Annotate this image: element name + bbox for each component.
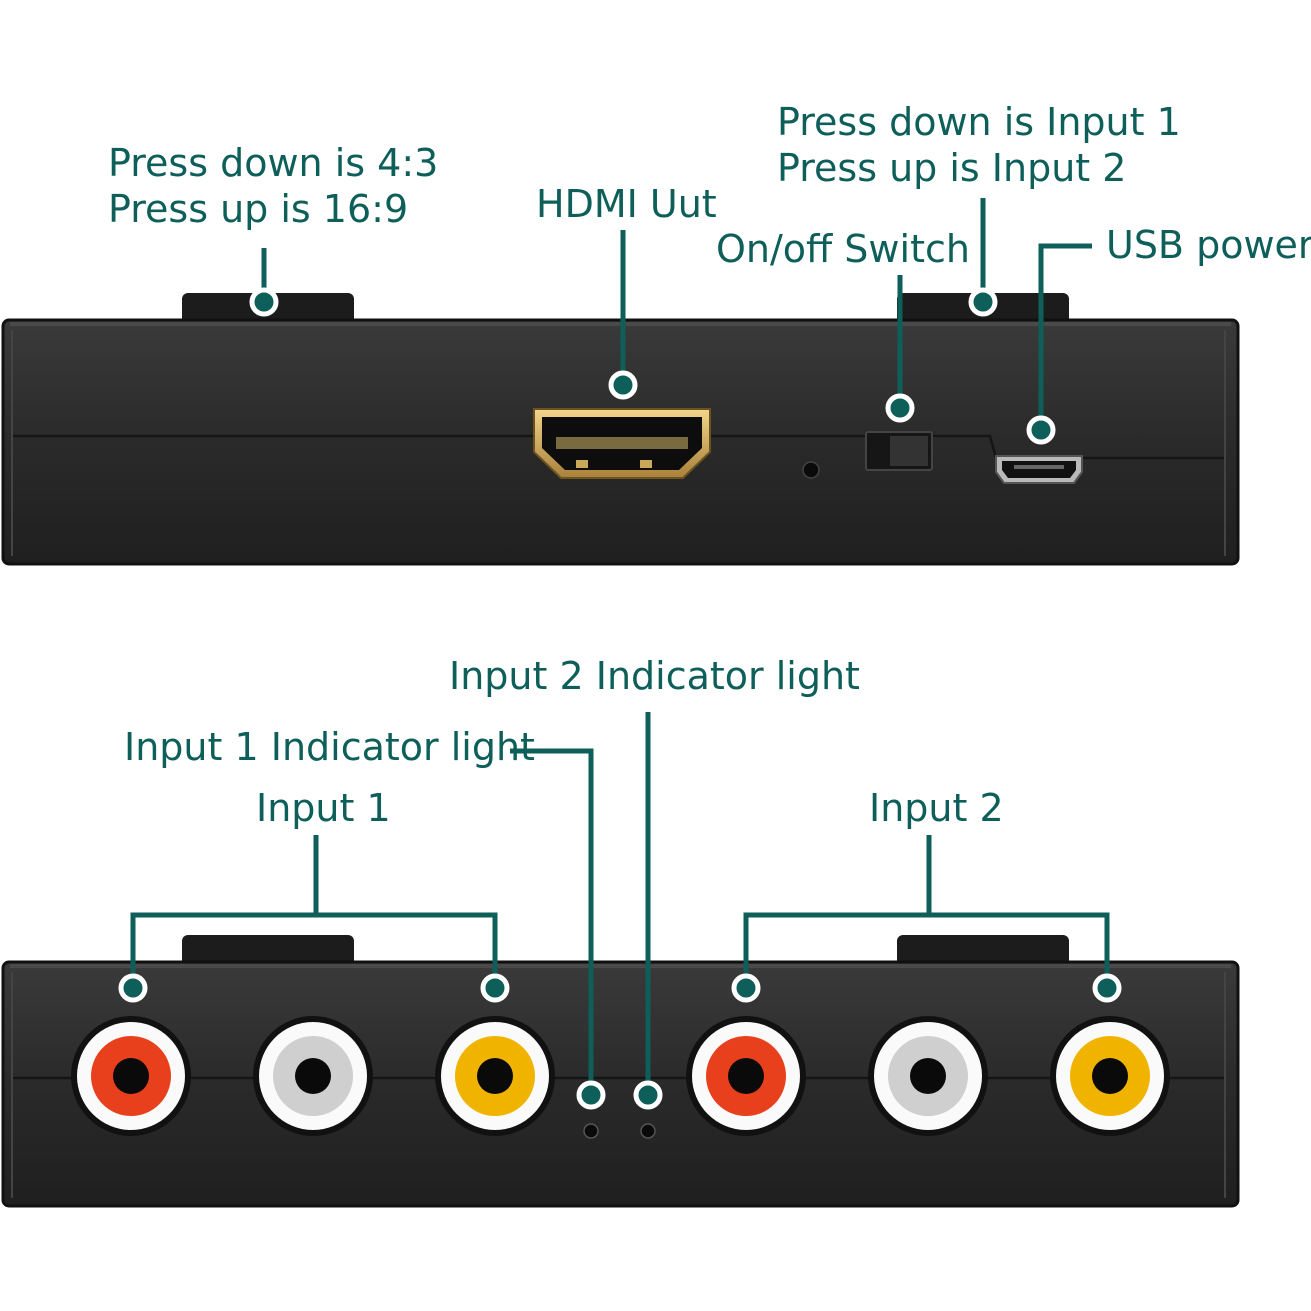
pinhole [802, 461, 820, 479]
on-off-switch[interactable] [865, 431, 933, 471]
hdmi-out-label: HDMI Uut [536, 182, 717, 226]
bottom-device [1, 935, 1240, 1208]
callout-lines [130, 198, 1110, 1093]
input2-indicator-led [640, 1123, 656, 1139]
input-select-label-line1: Press down is Input 1 [777, 100, 1181, 144]
input2-red-jack[interactable] [686, 1016, 806, 1136]
input1-indicator-label: Input 1 Indicator light [124, 725, 535, 769]
input2-label: Input 2 [869, 786, 1004, 830]
input-select-label: Press down is Input 1 Press up is Input … [777, 99, 1181, 191]
on-off-switch-label: On/off Switch [716, 227, 970, 271]
input2-indicator-label: Input 2 Indicator light [449, 654, 860, 698]
input1-white-jack[interactable] [253, 1016, 373, 1136]
hdmi-port[interactable] [533, 408, 711, 479]
input1-indicator-led [583, 1123, 599, 1139]
aspect-ratio-label: Press down is 4:3 Press up is 16:9 [108, 140, 438, 232]
input2-yellow-jack[interactable] [1050, 1016, 1170, 1136]
aspect-ratio-label-line1: Press down is 4:3 [108, 141, 439, 185]
input1-red-jack[interactable] [71, 1016, 191, 1136]
usb-port[interactable] [995, 455, 1083, 484]
top-device [1, 293, 1240, 566]
input1-yellow-jack[interactable] [435, 1016, 555, 1136]
input-select-label-line2: Press up is Input 2 [777, 146, 1127, 190]
top-device-seam [12, 434, 1224, 460]
callout-dots [118, 287, 1122, 1110]
usb-power-label: USB power [1106, 223, 1311, 267]
input2-white-jack[interactable] [868, 1016, 988, 1136]
aspect-ratio-label-line2: Press up is 16:9 [108, 187, 409, 231]
input1-label: Input 1 [256, 786, 391, 830]
